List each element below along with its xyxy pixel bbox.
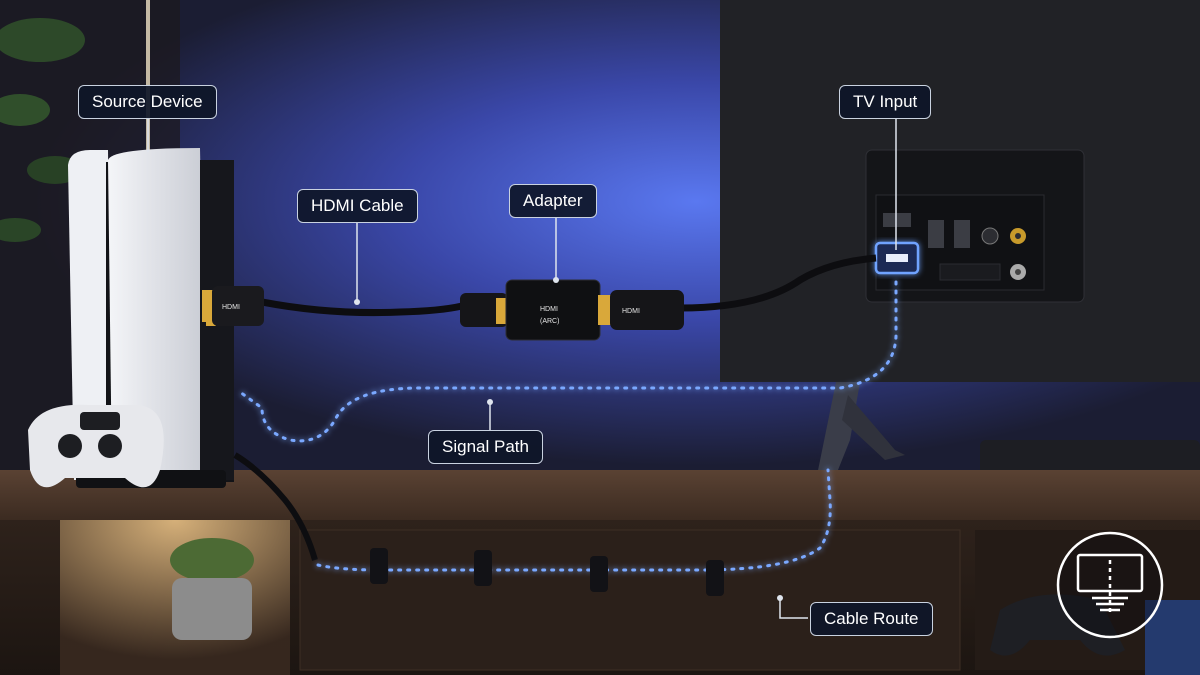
hdmi-cable-console-side — [261, 298, 463, 317]
dualsense-controller — [28, 404, 164, 488]
tv-routing-logo-icon — [1056, 531, 1164, 639]
callout-source-device: Source Device — [78, 85, 217, 119]
tv — [720, 0, 1200, 502]
callout-tv-input: TV Input — [839, 85, 932, 119]
hdmi-cable-tv-side — [679, 254, 877, 312]
signal-path-line — [238, 280, 898, 443]
callout-cable-route: Cable Route — [810, 602, 933, 636]
game-controller-icon — [990, 594, 1125, 656]
power-cable — [233, 452, 318, 561]
callout-leaders — [147, 118, 897, 619]
adapter-body-label-2: (ARC) — [540, 318, 559, 325]
callout-adapter: Adapter — [509, 184, 597, 218]
adapter-plug-label: HDMI — [622, 308, 640, 315]
adapter-body-label-1: HDMI — [540, 306, 558, 313]
cable-clips — [370, 548, 724, 596]
callout-hdmi-cable: HDMI Cable — [297, 189, 418, 223]
callout-dots — [354, 277, 783, 601]
hdmi-adapter: HDMI (ARC) HDMI — [460, 279, 684, 341]
console-plug-label: HDMI — [222, 304, 240, 311]
potted-plant — [170, 538, 254, 640]
wall-strip-light — [146, 0, 150, 150]
cable-route-line — [316, 468, 832, 572]
console-hdmi-plug: HDMI — [202, 286, 264, 326]
callout-signal-path: Signal Path — [428, 430, 543, 464]
